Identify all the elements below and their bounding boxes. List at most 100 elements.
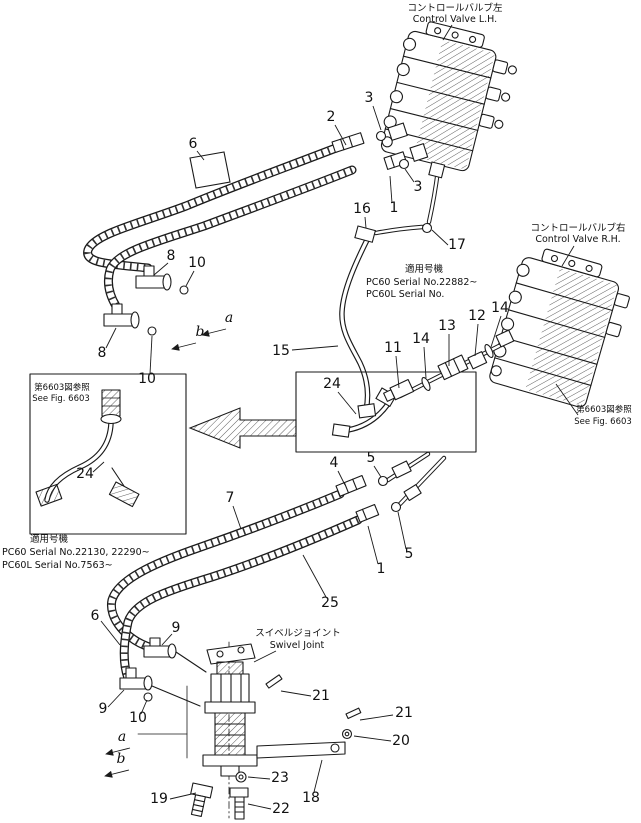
fig-ref-right-en: See Fig. 6603 (574, 417, 632, 427)
valve-port-stub-lh-1 (387, 122, 408, 142)
part-number-20: 20 (392, 733, 410, 749)
swivel-joint-drawing (190, 641, 362, 820)
fitting-1b (355, 503, 380, 523)
leader-line (337, 391, 357, 415)
swivel-title-en: Swivel Joint (270, 640, 325, 651)
leader-line (232, 505, 242, 530)
leader-line (302, 554, 327, 598)
leader-line (367, 525, 379, 565)
part-number-5: 5 (405, 546, 414, 562)
swivel-title-jp: スイベルジョイント (255, 628, 341, 639)
leader-line (364, 216, 367, 229)
o-ring-10c (143, 692, 153, 702)
fitting-8b (103, 303, 157, 336)
lower-note-line2: PC60L Serial No.7563~ (2, 560, 113, 571)
leader-line (169, 792, 197, 800)
flow-arrow-a (105, 747, 131, 756)
valve-port-stub-rh (495, 329, 515, 348)
stub-1b (403, 484, 422, 502)
fitting-9b (119, 667, 201, 707)
leader-line (149, 335, 153, 375)
part-number-16: 16 (353, 201, 371, 217)
part-number-3: 3 (365, 90, 374, 106)
fitting-4 (335, 474, 367, 497)
part-number-12: 12 (468, 308, 486, 324)
cv-rh-title-en: Control Valve R.H. (535, 234, 620, 245)
leader-line (140, 699, 148, 715)
port-bracket-lines (137, 685, 188, 759)
part-number-24: 24 (323, 376, 341, 392)
flow-arrow-b (171, 342, 197, 351)
leader-line (404, 168, 415, 183)
fitting-11 (383, 378, 415, 402)
part-number-13: 13 (438, 318, 456, 334)
upper-note-line2: PC60L Serial No. (366, 289, 444, 300)
part-number-21: 21 (312, 688, 330, 704)
stub-4 (391, 460, 412, 479)
part-number-9: 9 (99, 701, 108, 717)
fitting-9a (143, 637, 207, 673)
flow-label-a: a (118, 729, 126, 745)
lower-note-line1: PC60 Serial No.22130, 22290~ (2, 547, 150, 558)
leader-line (247, 803, 272, 810)
leader-line (185, 270, 195, 287)
pointer-arrow (188, 407, 297, 449)
plate-18 (256, 741, 346, 759)
leader-line (291, 345, 339, 351)
leader-line (389, 175, 393, 204)
part-number-14: 14 (491, 300, 509, 316)
fig-ref-left-jp: 第6603図参照 (34, 382, 90, 393)
flow-label-b: b (196, 324, 205, 340)
part-number-9: 9 (172, 620, 181, 636)
static-text-layer: コントロールバルブ左 Control Valve L.H. コントロールバルブ右… (2, 2, 632, 651)
fitting-16 (354, 225, 377, 243)
fitting-24-box (357, 403, 377, 419)
o-ring-17 (421, 222, 433, 234)
part-number-25: 25 (321, 595, 339, 611)
cv-lh-title-jp: コントロールバルブ左 (407, 2, 503, 14)
part-number-18: 18 (302, 790, 320, 806)
part-number-22: 22 (272, 801, 290, 817)
part-number-2: 2 (327, 109, 336, 125)
part-number-10: 10 (188, 255, 206, 271)
leader-line (161, 633, 173, 646)
bolt-19 (190, 782, 214, 817)
cv-lh-title-en: Control Valve L.H. (413, 14, 497, 25)
part-number-8: 8 (98, 345, 107, 361)
leader-line (92, 461, 105, 473)
bolt-22 (229, 787, 249, 820)
washer-14b (484, 343, 494, 359)
lower-note-heading: 適用号機 (30, 533, 69, 545)
part-number-3: 3 (414, 179, 423, 195)
leader-line (280, 690, 312, 697)
part-number-1: 1 (377, 561, 386, 577)
part-number-14: 14 (412, 331, 430, 347)
leader-line (431, 229, 449, 246)
leader-line (334, 124, 347, 146)
control-valve-lh-drawing (380, 21, 517, 172)
leader-line (474, 323, 479, 357)
leader-line (196, 150, 205, 161)
valve-port-stub-lh-3 (428, 161, 446, 179)
part-number-11: 11 (384, 340, 402, 356)
pin-21b (345, 707, 362, 720)
leader-line (107, 689, 125, 708)
part-number-15: 15 (272, 343, 290, 359)
o-ring-5a (377, 475, 389, 487)
fig-ref-left-en: See Fig. 6603 (32, 394, 90, 404)
flow-label-a: a (225, 310, 233, 326)
part-number-5: 5 (367, 450, 376, 466)
o-ring-3b (398, 158, 410, 170)
part-number-7: 7 (226, 490, 235, 506)
lower-hose-fittings (335, 454, 444, 523)
leader-line (337, 470, 346, 486)
cv-rh-title-jp: コントロールバルブ右 (530, 222, 625, 234)
o-ring-3a (375, 130, 387, 142)
fig-ref-right-jp: 第6603図参照 (576, 404, 632, 415)
part-number-24: 24 (76, 466, 94, 482)
leader-line (397, 511, 407, 550)
serial-detail-box (295, 371, 477, 453)
